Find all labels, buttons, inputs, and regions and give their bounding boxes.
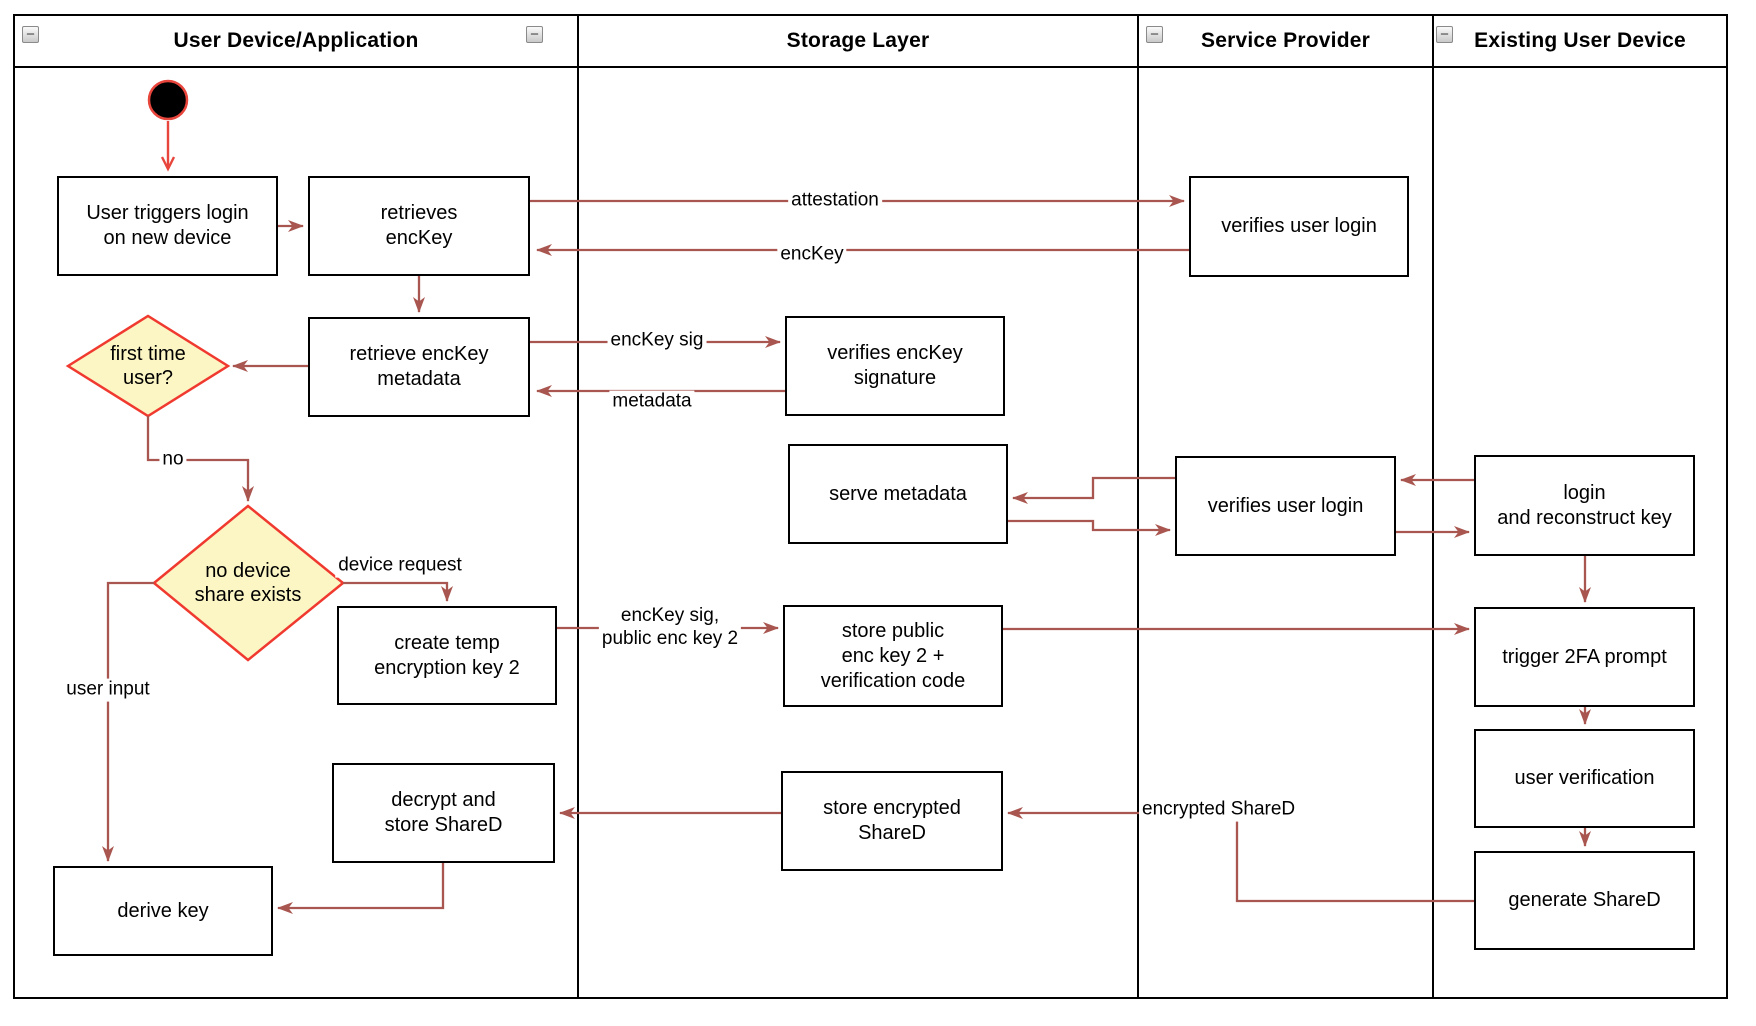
activity-verifies-user-login-top[interactable]: verifies user login bbox=[1189, 176, 1409, 277]
activity-create-temp-key[interactable]: create temp encryption key 2 bbox=[337, 606, 557, 705]
decision-first-time-user-label: first time user? bbox=[110, 343, 186, 389]
edge-serve-metadata-to-verifies bbox=[1008, 519, 1171, 536]
activity-retrieves-enckey[interactable]: retrieves encKey bbox=[308, 176, 530, 276]
collapse-lane-icon[interactable]: − bbox=[1436, 26, 1453, 43]
edge-encrypted-shared bbox=[1007, 807, 1474, 903]
edge-user-input bbox=[102, 581, 154, 862]
edge-label-enckey-sig-public: encKey sig, public enc key 2 bbox=[598, 605, 742, 651]
swimlane-frame bbox=[13, 14, 1728, 999]
lane-title-service-provider: Service Provider bbox=[1201, 29, 1370, 52]
activity-verifies-enckey-signature[interactable]: verifies encKey signature bbox=[785, 316, 1005, 416]
swimlane-outer-border bbox=[13, 14, 1728, 999]
lane-title-storage-layer: Storage Layer bbox=[786, 29, 930, 52]
activity-verifies-user-login-mid[interactable]: verifies user login bbox=[1175, 456, 1396, 556]
edge-label-attestation: attestation bbox=[788, 189, 882, 213]
edge-no-branch bbox=[146, 416, 254, 502]
activity-login-reconstruct-key[interactable]: login and reconstruct key bbox=[1474, 455, 1695, 556]
activity-user-triggers-login[interactable]: User triggers login on new device bbox=[57, 176, 278, 276]
activity-derive-key[interactable]: derive key bbox=[53, 866, 273, 956]
activity-user-verification[interactable]: user verification bbox=[1474, 729, 1695, 828]
collapse-lane-icon[interactable]: − bbox=[1146, 26, 1163, 43]
activity-store-public-key[interactable]: store public enc key 2 + verification co… bbox=[783, 605, 1003, 707]
edge-label-no: no bbox=[159, 448, 187, 472]
edge-decrypt-to-derive bbox=[277, 863, 445, 914]
edge-verifies-to-serve-metadata bbox=[1012, 476, 1175, 504]
edge-label-device-request: device request bbox=[335, 554, 465, 578]
edge-label-enckey: encKey bbox=[777, 243, 847, 267]
collapse-lane-icon[interactable]: − bbox=[526, 26, 543, 43]
lane-title-user-device: User Device/Application bbox=[173, 29, 419, 52]
activity-trigger-2fa-prompt[interactable]: trigger 2FA prompt bbox=[1474, 607, 1695, 707]
edge-label-user-input: user input bbox=[63, 678, 153, 702]
collapse-lane-icon[interactable]: − bbox=[22, 26, 39, 43]
edge-label-enckey-sig: encKey sig bbox=[607, 329, 707, 353]
edge-label-encrypted-shared: encrypted ShareD bbox=[1139, 798, 1299, 822]
edge-label-metadata: metadata bbox=[609, 390, 695, 414]
lane-title-existing-device: Existing User Device bbox=[1474, 29, 1686, 52]
activity-retrieve-enckey-metadata[interactable]: retrieve encKey metadata bbox=[308, 317, 530, 417]
decision-no-device-share-label: no device share exists bbox=[194, 560, 302, 606]
activity-decrypt-store-shared[interactable]: decrypt and store ShareD bbox=[332, 763, 555, 863]
start-node[interactable] bbox=[147, 79, 189, 121]
activity-generate-shared[interactable]: generate ShareD bbox=[1474, 851, 1695, 950]
decision-first-time-user[interactable] bbox=[65, 314, 231, 418]
edge-device-request bbox=[343, 581, 453, 602]
activity-store-encrypted-shared[interactable]: store encrypted ShareD bbox=[781, 771, 1003, 871]
activity-serve-metadata[interactable]: serve metadata bbox=[788, 444, 1008, 544]
